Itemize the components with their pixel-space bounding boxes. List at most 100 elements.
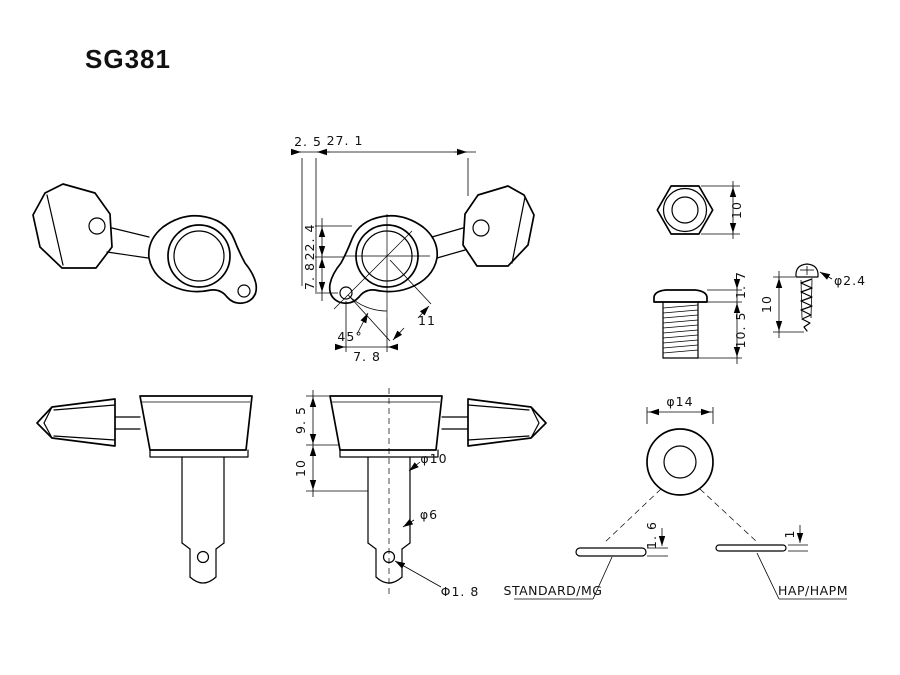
dim-lines-bottom (335, 301, 398, 352)
bushing-threads (662, 304, 699, 354)
hex-nut-view: 10 (656, 181, 744, 239)
knob-outline (32, 183, 113, 269)
dim-lines-1-6 (647, 528, 668, 557)
housing-outline (139, 395, 253, 451)
screw-view: 10 φ2.4 (759, 263, 866, 338)
hex-nut-hole-circle (671, 196, 699, 224)
dim-11: 11 (418, 313, 436, 328)
dim-7-8-vertical: 7. 8 (302, 262, 317, 290)
housing-base-plate (339, 449, 439, 458)
knob-facet-line (530, 406, 540, 439)
post-tip-arc (375, 576, 403, 584)
post-chamfer (181, 542, 191, 550)
projection-line-left (602, 488, 662, 545)
washer-side-standard (575, 547, 647, 557)
knob-facet-line (467, 404, 530, 411)
dim-phi6: φ6 (420, 507, 438, 522)
washer-side-hap (715, 544, 787, 552)
dim-lines-11 (349, 259, 432, 342)
knob-facet-line (46, 194, 64, 266)
label-standard-mg: STANDARD/MG (504, 583, 603, 598)
label-hap-hapm: HAP/HAPM (778, 583, 848, 598)
post-chamfer (401, 542, 411, 550)
housing-base-plate (149, 449, 249, 458)
knob-outline (467, 398, 547, 447)
dim-9-5: 9. 5 (293, 406, 308, 434)
housing-outline (147, 214, 258, 305)
front-view-left (36, 395, 253, 584)
knob-boss-circle (472, 219, 490, 237)
washer-view: φ14 1. 6 1 STANDARD/MG HAP/HAPM (504, 394, 848, 600)
post-chamfer (367, 542, 377, 550)
screw-thread-zigzag (800, 278, 813, 332)
projection-line-right (699, 488, 758, 543)
dim-screw-dia: φ2.4 (834, 273, 866, 288)
leader-phi6 (402, 518, 415, 528)
leader-hap-hapm (756, 552, 780, 600)
leader-standard-mg (592, 556, 613, 600)
dim-washer-1: 1 (782, 530, 797, 539)
dim-phi14: φ14 (666, 394, 693, 409)
washer-outer-circle (646, 428, 714, 496)
dim-45deg: 45° (337, 329, 362, 344)
mount-tab-hole (339, 286, 353, 300)
knob-facet-line (511, 196, 526, 264)
dim-7-8-horizontal: 7. 8 (353, 349, 381, 364)
dim-bushing-1-7: 1. 7 (733, 271, 748, 299)
leader-phi10 (408, 461, 421, 472)
bushing-flange (653, 289, 708, 303)
dim-lines-screw (773, 271, 833, 338)
string-hole-inner-circle (173, 230, 225, 282)
string-post-hole (196, 550, 210, 564)
dim-washer-1-6: 1. 6 (644, 521, 659, 549)
knob-neck-line (431, 227, 464, 238)
knob-neck-line (111, 227, 150, 238)
dim-bushing-10-5: 10. 5 (733, 312, 748, 349)
post-tip-arc (189, 576, 217, 584)
dim-lines-left (315, 218, 352, 301)
dim-22-4: 22. 4 (302, 224, 317, 261)
housing-outline (329, 395, 443, 451)
dim-lines-nut (701, 181, 740, 239)
knob-facet-line (53, 404, 116, 411)
dim-lines-phi14 (646, 407, 714, 424)
hex-nut-chamfer-circle (662, 187, 708, 233)
page-title: SG381 (85, 44, 171, 74)
washer-inner-circle (663, 445, 697, 479)
dim-27-1: 27. 1 (327, 133, 364, 148)
dim-screw-10: 10 (759, 295, 774, 313)
dim-lines-top (291, 148, 476, 292)
dim-post-10: 10 (293, 459, 308, 477)
knob-outline (36, 398, 116, 447)
knob-boss-circle (88, 217, 106, 235)
knob-facet-line (53, 435, 116, 441)
hex-nut-outline (656, 185, 714, 235)
post-chamfer (215, 542, 225, 550)
screw-head (795, 263, 819, 278)
knob-outline (462, 185, 535, 267)
string-post-hole (382, 550, 396, 564)
side-view-dimensioned: 2. 5 27. 1 22. 4 7. 8 45° 11 (291, 133, 535, 364)
bushing-view: 1. 7 10. 5 (653, 271, 748, 364)
screw-shank-left (800, 279, 803, 319)
dim-lines-front-left (306, 390, 368, 497)
front-view-dimensioned: 9. 5 10 φ10 φ6 Φ1. 8 (293, 388, 547, 599)
knob-facet-line (43, 406, 53, 439)
side-view-left (32, 183, 258, 305)
housing-outline (328, 214, 439, 305)
knob-facet-line (467, 435, 530, 441)
dim-2-5: 2. 5 (294, 134, 322, 149)
dim-phi1-8: Φ1. 8 (441, 584, 480, 599)
dim-phi10: φ10 (420, 451, 447, 466)
dim-nut-10: 10 (729, 201, 744, 219)
string-hole-circle (167, 224, 231, 288)
leader-phi1-8 (394, 560, 442, 588)
knob-neck-line (436, 249, 466, 259)
dim-lines-1 (788, 525, 808, 552)
dim-lines-bushing (698, 279, 742, 364)
center-line-diagonal (333, 230, 413, 310)
screw-shank-right (810, 279, 813, 319)
knob-neck-line (106, 251, 149, 259)
